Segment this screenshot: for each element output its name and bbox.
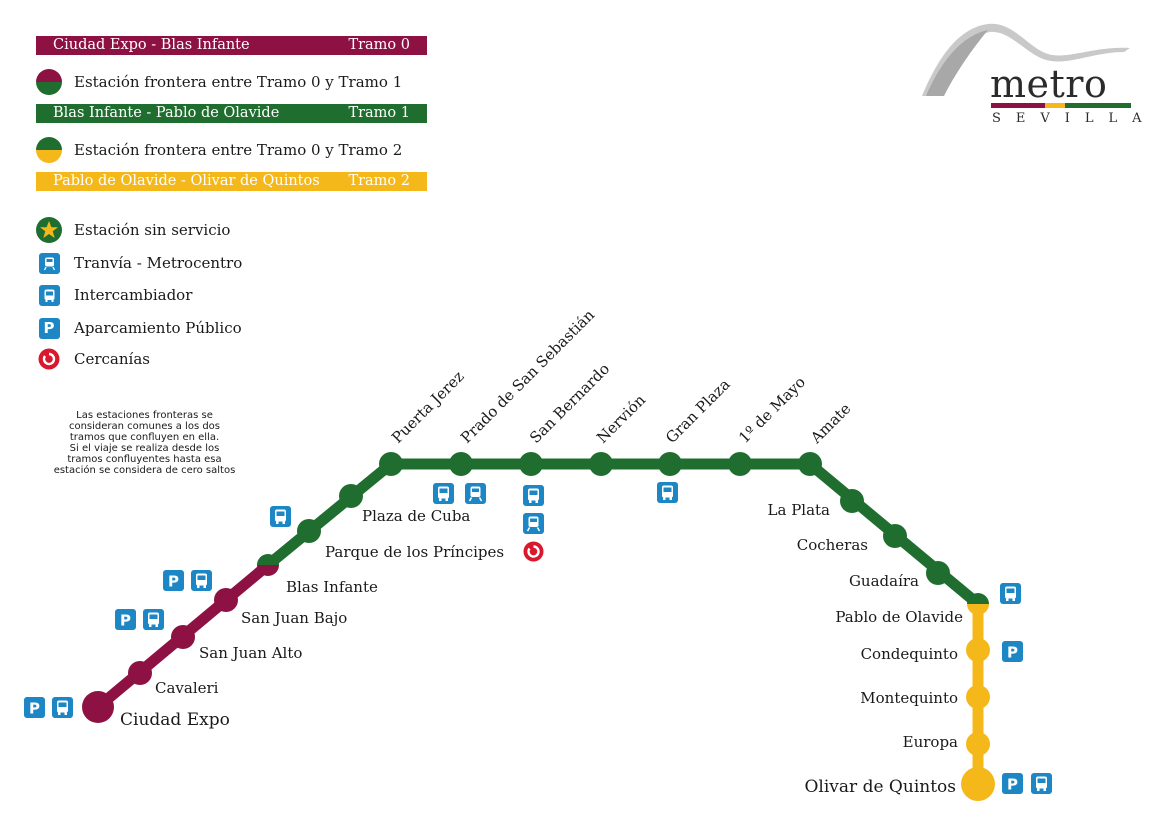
san-bernardo-tram-icon (522, 512, 545, 535)
legend-tramo0-tag: Tramo 0 (348, 37, 410, 53)
station-plaza-cuba[interactable] (339, 484, 363, 508)
station-pablo-olavide[interactable] (965, 591, 991, 617)
legend-parking: P Aparcamiento Público (36, 315, 242, 341)
label-parque-principes: Parque de los Príncipes (325, 543, 504, 561)
cercanias-icon (38, 348, 60, 370)
station-prado[interactable] (449, 452, 473, 476)
logo-subtitle: SEVILLA (992, 111, 1154, 126)
legend-no-service-label: Estación sin servicio (74, 221, 231, 239)
label-san-juan-bajo: San Juan Bajo (241, 609, 347, 627)
legend-tramo1-name: Blas Infante - Pablo de Olavide (53, 105, 280, 121)
olivar-quintos-parking-icon (1002, 773, 1023, 794)
label-blas-infante: Blas Infante (286, 578, 378, 596)
station-amate[interactable] (798, 452, 822, 476)
station-la-plata[interactable] (840, 489, 864, 513)
legend-parking-label: Aparcamiento Público (74, 319, 242, 337)
label-ciudad-expo: Ciudad Expo (120, 710, 230, 730)
station-san-juan-alto[interactable] (171, 625, 195, 649)
legend-frontier-0-2-label: Estación frontera entre Tramo 0 y Tramo … (74, 141, 403, 159)
legend-cercanias: Cercanías (36, 346, 150, 372)
san-bernardo-cercanias-icon (522, 540, 545, 563)
san-juan-alto-parking-icon (115, 609, 136, 630)
station-montequinto[interactable] (966, 685, 990, 709)
legend-tramo2-name: Pablo de Olavide - Olivar de Quintos (53, 173, 320, 189)
legend-tramo1-bar: Blas Infante - Pablo de Olavide Tramo 1 (36, 104, 427, 123)
pablo-olavide-bus-icon (1000, 583, 1021, 604)
station-san-bernardo[interactable] (519, 452, 543, 476)
station-guadaira[interactable] (926, 561, 950, 585)
label-pablo-olavide: Pablo de Olavide (835, 608, 963, 626)
olivar-quintos-bus-icon (1031, 773, 1052, 794)
gran-plaza-bus-icon (657, 482, 678, 503)
label-europa: Europa (903, 733, 958, 751)
legend-cercanias-label: Cercanías (74, 350, 150, 368)
frontier-0-1-disc-icon (36, 69, 62, 95)
station-ciudad-expo[interactable] (82, 691, 114, 723)
label-primero-mayo: 1º de Mayo (735, 373, 809, 447)
star-station-icon (36, 217, 62, 243)
station-blas-infante[interactable] (255, 552, 281, 578)
label-montequinto: Montequinto (860, 689, 958, 707)
label-amate: Amate (806, 399, 854, 447)
san-juan-bajo-bus-icon (191, 570, 212, 591)
station-cavaleri[interactable] (128, 661, 152, 685)
bus-icon (38, 284, 60, 306)
station-san-juan-bajo[interactable] (214, 588, 238, 612)
label-san-juan-alto: San Juan Alto (199, 644, 302, 662)
legend-tramo0-name: Ciudad Expo - Blas Infante (53, 37, 250, 53)
label-olivar-quintos: Olivar de Quintos (805, 777, 957, 797)
label-puerta-jerez: Puerta Jerez (388, 367, 468, 447)
legend-tramo0-bar: Ciudad Expo - Blas Infante Tramo 0 (36, 36, 427, 55)
label-condequinto: Condequinto (861, 645, 958, 663)
legend-frontier-0-1: Estación frontera entre Tramo 0 y Tramo … (36, 69, 402, 95)
legend-tramo2-tag: Tramo 2 (348, 173, 410, 189)
logo-word: metro (990, 62, 1108, 106)
frontier-0-2-disc-icon (36, 137, 62, 163)
legend-tram: Tranvía - Metrocentro (36, 250, 242, 276)
legend-frontier-0-2: Estación frontera entre Tramo 0 y Tramo … (36, 137, 402, 163)
label-plaza-cuba: Plaza de Cuba (362, 507, 470, 525)
ciudad-expo-bus-icon (52, 697, 73, 718)
station-parque-principes[interactable] (297, 519, 321, 543)
ciudad-expo-parking-icon (24, 697, 45, 718)
parking-icon: P (38, 317, 60, 339)
station-primero-mayo[interactable] (728, 452, 752, 476)
legend-tram-label: Tranvía - Metrocentro (74, 254, 243, 272)
legend-bus-label: Intercambiador (74, 286, 193, 304)
station-cocheras[interactable] (883, 524, 907, 548)
san-juan-alto-bus-icon (143, 609, 164, 630)
label-cavaleri: Cavaleri (155, 679, 219, 697)
legend-tramo1-tag: Tramo 1 (348, 105, 410, 121)
condequinto-parking-icon (1002, 641, 1023, 662)
prado-bus-icon (433, 483, 454, 504)
legend-no-service: Estación sin servicio (36, 217, 230, 243)
legend-bus: Intercambiador (36, 282, 192, 308)
station-europa[interactable] (966, 732, 990, 756)
san-juan-bajo-parking-icon (163, 570, 184, 591)
san-bernardo-bus-icon (523, 485, 544, 506)
station-olivar-quintos[interactable] (961, 767, 995, 801)
label-cocheras: Cocheras (797, 536, 868, 554)
parque-principes-bus-icon (270, 506, 291, 527)
metro-sevilla-logo: metro SEVILLA (918, 18, 1142, 130)
station-condequinto[interactable] (966, 638, 990, 662)
logo-ribbon-icon (922, 23, 1131, 108)
prado-tram-icon (464, 482, 487, 505)
label-gran-plaza: Gran Plaza (662, 375, 734, 447)
station-puerta-jerez[interactable] (379, 452, 403, 476)
label-prado: Prado de San Sebastián (457, 306, 598, 447)
label-nervion: Nervión (593, 391, 649, 447)
label-guadaira: Guadaíra (849, 572, 919, 590)
tram-icon (38, 252, 60, 274)
legend-frontier-0-1-label: Estación frontera entre Tramo 0 y Tramo … (74, 73, 403, 91)
frontier-note: Las estaciones fronteras se consideran c… (53, 410, 236, 476)
station-gran-plaza[interactable] (658, 452, 682, 476)
legend-tramo2-bar: Pablo de Olavide - Olivar de Quintos Tra… (36, 172, 427, 191)
label-la-plata: La Plata (768, 501, 831, 519)
station-nervion[interactable] (589, 452, 613, 476)
